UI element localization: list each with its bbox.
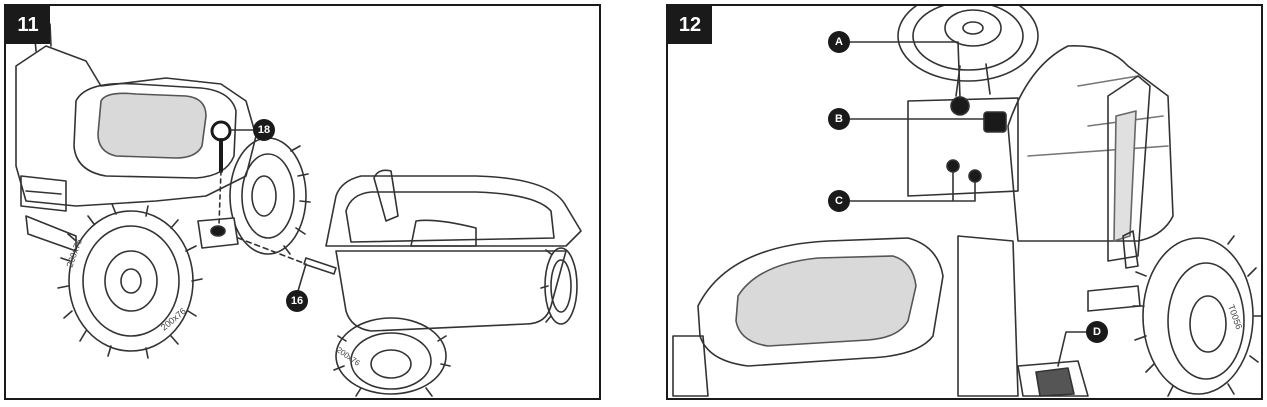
seat-outline [697, 237, 944, 367]
callout-16: 16 [286, 290, 308, 312]
step-number-badge: 12 [668, 6, 712, 44]
engine-cover [1007, 45, 1174, 242]
callout-C: C [828, 190, 850, 212]
step-12-panel: T0056 12 A B C D [666, 4, 1263, 400]
callout-A-leader [849, 41, 961, 99]
drawbar-guide-line [237, 237, 307, 265]
seat-texture [97, 92, 207, 159]
steering-wheel [897, 6, 1039, 97]
tire-text: T0056 [1226, 303, 1244, 330]
callout-B: B [828, 108, 850, 130]
button-C-right [968, 169, 982, 183]
trailer-front-wheel [333, 317, 451, 397]
tractor-footrest [25, 215, 77, 252]
tractor-side-panel [20, 175, 67, 212]
hitch-pin [210, 120, 232, 225]
callout-16-leader [297, 263, 307, 292]
trailer-rear-wheel [540, 247, 578, 325]
tractor-rear-wheel [57, 203, 203, 359]
engine-cover-lines [1027, 75, 1169, 157]
seat-texture [735, 255, 917, 347]
tire-text-1: 200x76 [64, 238, 83, 269]
front-wheel [1132, 235, 1261, 397]
foot-pedal-D [1035, 367, 1075, 397]
callout-18: 18 [253, 119, 275, 141]
trailer-tub [325, 169, 582, 332]
tractor-seat-outline [73, 82, 237, 179]
callout-A: A [828, 31, 850, 53]
key-switch-A [950, 96, 970, 116]
foot-pedal-housing [1017, 360, 1089, 397]
step-number-badge: 11 [6, 6, 50, 44]
hitch-hole [210, 225, 226, 237]
rocker-switch-B [983, 111, 1007, 133]
tractor-side-wheel [229, 137, 311, 255]
body-sides [672, 235, 1019, 397]
step-12-illustration: T0056 [672, 6, 1261, 397]
dashboard-panel [907, 97, 1019, 197]
button-C-left [946, 159, 960, 173]
tire-text-3: 200x76 [335, 345, 362, 368]
axle-bracket [1087, 230, 1141, 312]
callout-C-leader [849, 171, 976, 202]
step-11-panel: 200x76 200x76 200x76 11 18 16 [4, 4, 601, 400]
callout-D-leader [1057, 331, 1087, 367]
step-11-illustration: 200x76 200x76 200x76 [15, 23, 582, 397]
exhaust-stack [1107, 75, 1151, 262]
trailer-drawbar [303, 257, 337, 275]
callout-D: D [1086, 321, 1108, 343]
